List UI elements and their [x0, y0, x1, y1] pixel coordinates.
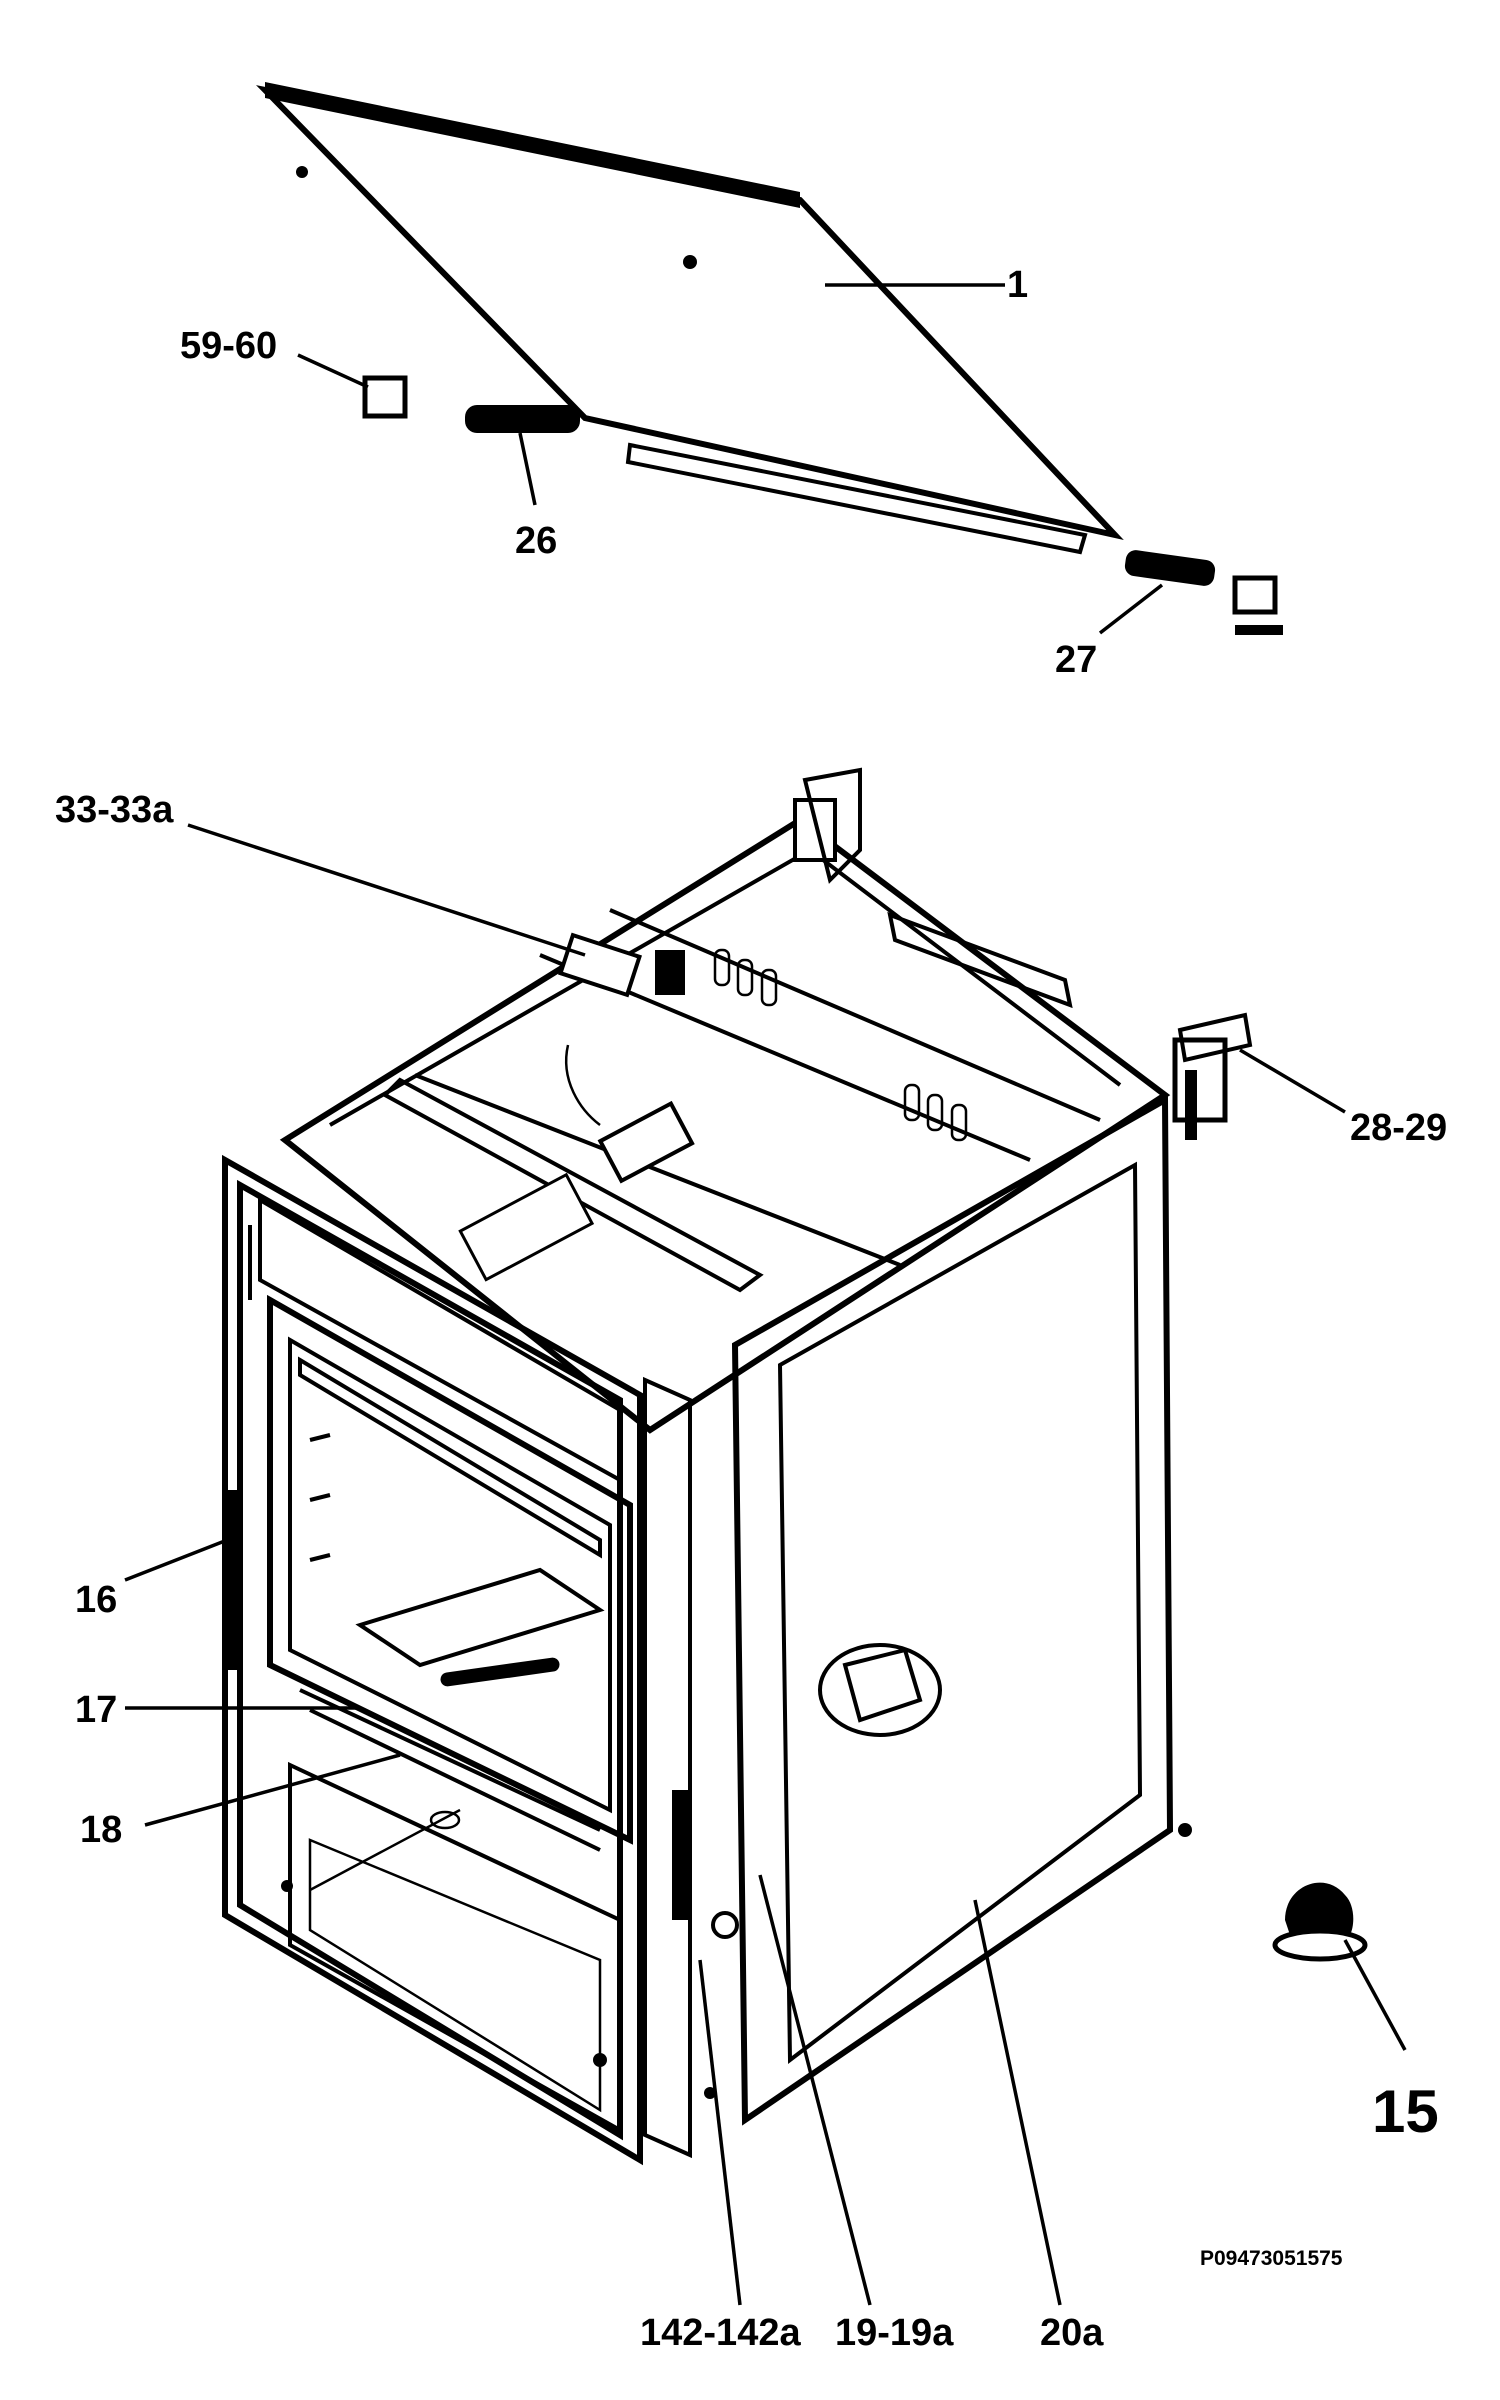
document-number: P09473051575	[1200, 2247, 1343, 2270]
front-frame	[222, 1154, 716, 2166]
side-panel	[711, 1094, 1192, 2126]
label-part-17: 17	[75, 1689, 117, 1731]
label-part-26: 26	[515, 520, 557, 562]
clip-part-59-60	[297, 353, 408, 419]
label-part-59-60: 59-60	[180, 325, 277, 367]
leader-lines	[124, 823, 1346, 2306]
oven-cabinet-body	[279, 767, 1171, 1434]
label-part-27: 27	[1055, 639, 1097, 681]
top-cover-panel	[256, 82, 1124, 555]
label-part-142-142a: 142-142a	[640, 2312, 801, 2354]
label-part-1: 1	[1007, 264, 1028, 306]
label-part-18: 18	[80, 1809, 122, 1851]
hinge-part-27	[1098, 550, 1283, 635]
vent-slots	[713, 948, 968, 1142]
label-part-20a: 20a	[1040, 2312, 1104, 2354]
label-part-15: 15	[1372, 2078, 1439, 2145]
hinge-part-26	[465, 405, 580, 506]
label-part-28-29: 28-29	[1350, 1107, 1447, 1149]
bracket-part-28-29	[1172, 1012, 1253, 1140]
label-part-33-33a: 33-33a	[55, 789, 174, 831]
foot-part-15	[1272, 1882, 1407, 2051]
label-part-19-19a: 19-19a	[835, 2312, 954, 2354]
label-part-16: 16	[75, 1579, 117, 1621]
